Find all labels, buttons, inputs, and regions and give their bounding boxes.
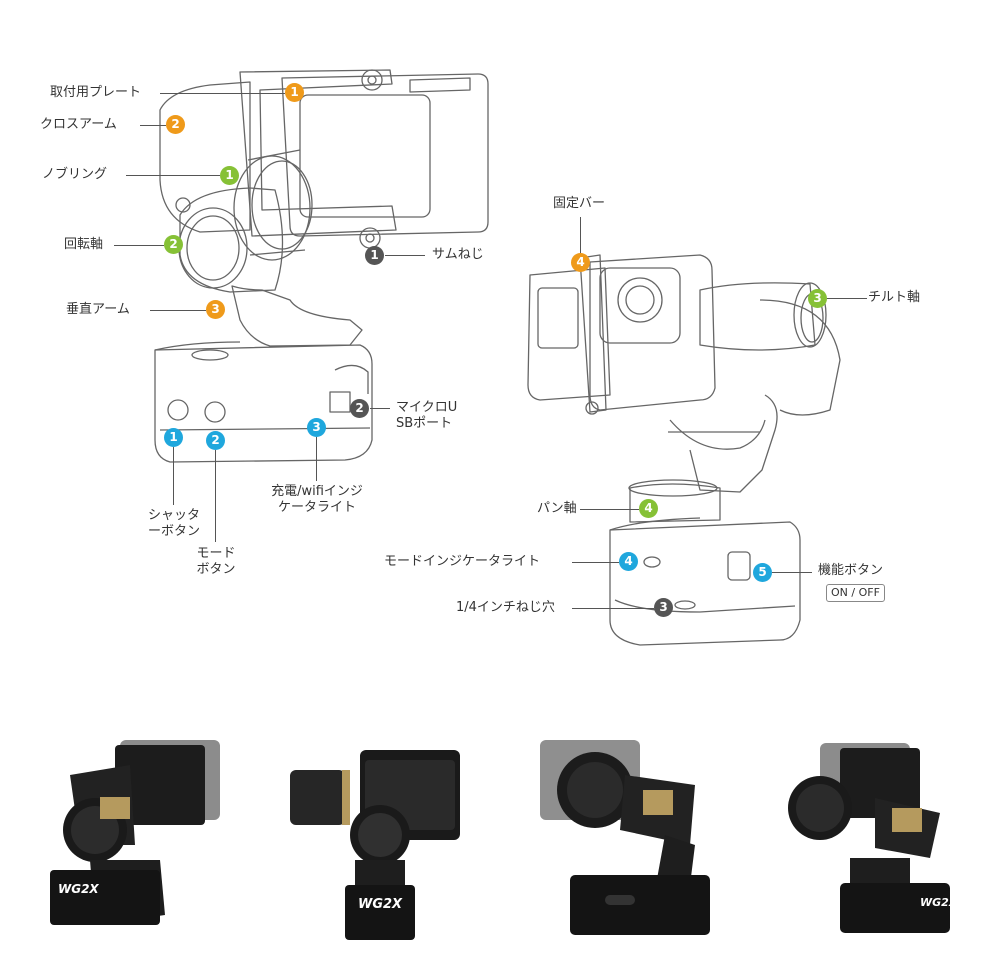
badge-shutter-button: 1	[164, 428, 183, 447]
badge-tripod-hole: 3	[654, 598, 673, 617]
leader-line	[385, 255, 425, 256]
product-photo-1: WG2X	[50, 740, 220, 925]
leader-line	[114, 245, 164, 246]
label-tripod-hole: 1/4インチねじ穴	[456, 600, 555, 615]
badge-tilt-axis: 3	[808, 289, 827, 308]
leader-line	[140, 125, 166, 126]
brand-mark: WG2X	[58, 882, 99, 896]
badge-vertical-arm: 3	[206, 300, 225, 319]
leader-line	[572, 562, 619, 563]
leader-line	[580, 509, 639, 510]
on-off-tag: ON / OFF	[826, 584, 885, 602]
label-roll-axis: 回転軸	[64, 237, 104, 252]
label-fixing-bar: 固定バー	[553, 196, 606, 211]
leader-line	[150, 310, 206, 311]
badge-mode-button: 2	[206, 431, 225, 450]
leader-line	[370, 408, 390, 409]
label-charge-wifi-indicator: 充電/wifiインジ ケータライト	[271, 484, 363, 516]
badge-charge-wifi-indicator: 3	[307, 418, 326, 437]
label-micro-usb: マイクロU SBポート	[396, 400, 458, 432]
leader-line	[215, 450, 216, 542]
leader-line	[772, 572, 812, 573]
label-cross-arm: クロスアーム	[40, 117, 117, 132]
badge-knurled-ring: 1	[220, 166, 239, 185]
leader-line	[160, 93, 285, 94]
badge-fixing-bar: 4	[571, 253, 590, 272]
product-photo-3	[540, 740, 710, 935]
brand-mark: WG2X	[358, 897, 403, 912]
leader-line	[580, 217, 581, 254]
brand-mark: WG2X	[920, 896, 958, 909]
label-thumb-screw: サムねじ	[432, 247, 484, 262]
label-mode-indicator: モードインジケータライト	[384, 554, 541, 569]
label-pan-axis: パン軸	[537, 501, 577, 516]
badge-micro-usb: 2	[350, 399, 369, 418]
label-function-button: 機能ボタン	[818, 563, 884, 578]
right-gimbal-outline	[527, 254, 841, 646]
label-shutter-button: シャッタ ーボタン	[147, 508, 200, 540]
leader-line	[827, 298, 867, 299]
badge-pan-axis: 4	[639, 499, 658, 518]
gimbal-line-art	[154, 69, 841, 646]
leader-line	[126, 175, 220, 176]
badge-roll-axis: 2	[164, 235, 183, 254]
label-mount-plate: 取付用プレート	[50, 85, 142, 100]
label-tilt-axis: チルト軸	[868, 290, 921, 305]
leader-line	[316, 437, 317, 481]
badge-mode-indicator: 4	[619, 552, 638, 571]
label-mode-button: モード ボタン	[196, 546, 236, 578]
badge-thumb-screw: 1	[365, 246, 384, 265]
badge-function-button: 5	[753, 563, 772, 582]
badge-mount-plate: 1	[285, 83, 304, 102]
left-gimbal-outline	[154, 69, 489, 463]
leader-line	[173, 447, 174, 505]
leader-line	[572, 608, 654, 609]
label-knurled-ring: ノブリング	[42, 167, 108, 182]
label-vertical-arm: 垂直アーム	[66, 302, 130, 317]
badge-cross-arm: 2	[166, 115, 185, 134]
product-photo-4: WG2X	[788, 743, 958, 933]
product-photo-2: WG2X	[290, 750, 460, 940]
